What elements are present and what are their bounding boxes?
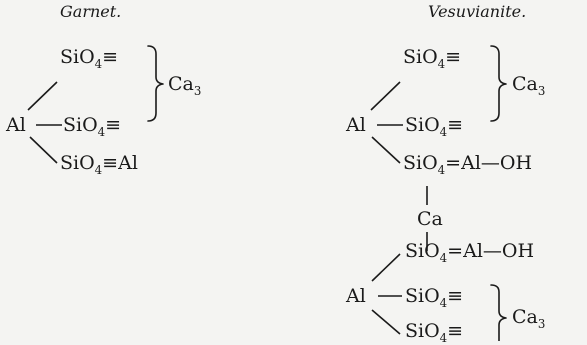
vesuvianite-sio4-row-4: SiO4=Al—OH xyxy=(405,240,535,265)
garnet-brace xyxy=(147,45,164,122)
vesuvianite-bond-lower-upper xyxy=(371,253,401,282)
garnet-ca3-group: Ca3 xyxy=(168,73,202,98)
vesuvianite-upper-brace xyxy=(490,45,507,122)
garnet-title: Garnet. xyxy=(60,2,122,21)
vesuvianite-sio4-row-5: SiO4≡ xyxy=(405,285,464,310)
vesuvianite-bond-lower-lower xyxy=(371,309,401,335)
garnet-sio4-row-2: SiO4≡ xyxy=(63,114,122,139)
garnet-center-al: Al xyxy=(6,114,26,136)
garnet-bond-lower xyxy=(29,136,58,164)
vesuvianite-bond-upper xyxy=(370,81,401,111)
vesuvianite-ca3-group-1: Ca3 xyxy=(512,73,546,98)
vesuvianite-lower-brace xyxy=(490,284,507,341)
vesuvianite-center-al-2: Al xyxy=(346,285,366,307)
vesuvianite-sio4-row-3: SiO4=Al—OH xyxy=(403,152,533,177)
vesuvianite-sio4-row-6: SiO4≡ xyxy=(405,320,464,345)
vesuvianite-ca3-group-2: Ca3 xyxy=(512,306,546,331)
vesuvianite-title: Vesuvianite. xyxy=(428,2,527,21)
vesuvianite-sio4-row-1: SiO4≡ xyxy=(403,46,462,71)
garnet-sio4-row-1: SiO4≡ xyxy=(60,46,119,71)
garnet-bond-upper xyxy=(27,81,58,111)
vesuvianite-center-al-1: Al xyxy=(346,114,366,136)
vesuvianite-bond-lower xyxy=(371,136,401,164)
vesuvianite-sio4-row-2: SiO4≡ xyxy=(405,114,464,139)
garnet-sio4-row-3: SiO4≡Al xyxy=(60,152,138,177)
vesuvianite-ca-link: Ca xyxy=(417,208,443,230)
